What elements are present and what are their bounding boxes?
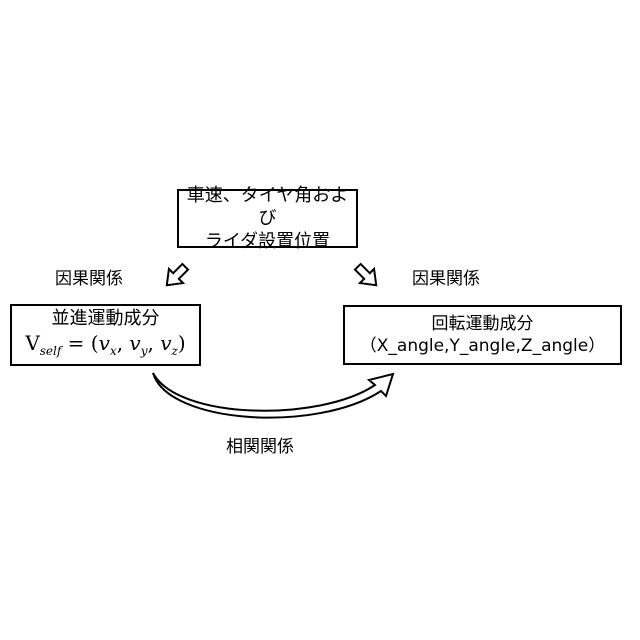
correlation-label: 相関関係 bbox=[226, 432, 294, 457]
formula-x: x bbox=[110, 344, 117, 358]
velocity-formula: Vself = (vx, vy, vz) bbox=[25, 331, 185, 363]
causal-label-left: 因果関係 bbox=[55, 264, 123, 289]
formula-self: self bbox=[40, 344, 62, 358]
translational-title: 並進運動成分 bbox=[52, 307, 160, 331]
formula-y: y bbox=[141, 344, 148, 358]
causal-arrow-right bbox=[351, 260, 384, 293]
formula-eq: = ( bbox=[61, 331, 98, 355]
correlation-arrow bbox=[153, 373, 393, 418]
input-box: 車速、タイヤ角および ライダ設置位置 bbox=[177, 189, 358, 248]
rotational-subtitle: （X_angle,Y_angle,Z_angle） bbox=[360, 335, 605, 357]
formula-comma-1: , bbox=[117, 331, 130, 355]
causal-arrow-left bbox=[160, 260, 193, 293]
translational-box: 並進運動成分 Vself = (vx, vy, vz) bbox=[10, 304, 201, 366]
formula-v: V bbox=[25, 331, 39, 355]
formula-vy: v bbox=[129, 331, 140, 355]
input-line-1: 車速、タイヤ角および bbox=[179, 184, 356, 230]
causal-label-right: 因果関係 bbox=[412, 264, 480, 289]
input-line-2: ライダ設置位置 bbox=[205, 230, 330, 253]
rotational-box: 回転運動成分 （X_angle,Y_angle,Z_angle） bbox=[343, 305, 622, 365]
formula-comma-2: , bbox=[148, 331, 161, 355]
formula-vz: v bbox=[160, 331, 171, 355]
formula-close: ) bbox=[178, 331, 186, 355]
formula-vx: v bbox=[99, 331, 110, 355]
rotational-title: 回転運動成分 bbox=[432, 313, 534, 335]
